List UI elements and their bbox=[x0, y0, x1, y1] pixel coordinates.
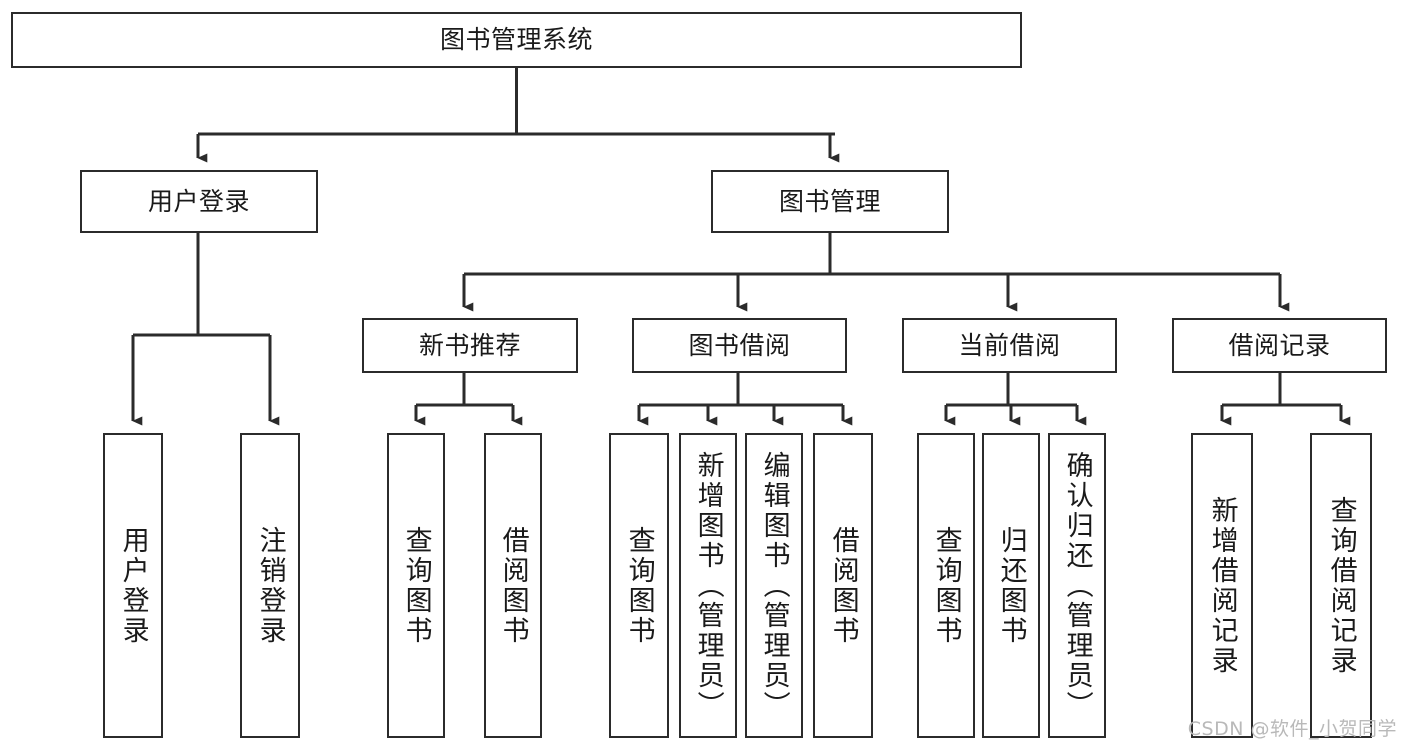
node-label: 归还图书 bbox=[995, 525, 1027, 646]
node-label: 图书管理系统 bbox=[439, 25, 593, 54]
node-label: 借阅记录 bbox=[1228, 330, 1331, 360]
node-label: 新增借阅记录 bbox=[1206, 495, 1238, 676]
leaf-add-borrow-record[interactable]: 新增借阅记录 bbox=[1191, 433, 1253, 738]
node-label: 新书推荐 bbox=[418, 330, 521, 360]
node-new-book-recommend[interactable]: 新书推荐 bbox=[362, 318, 578, 373]
node-root-book-management-system[interactable]: 图书管理系统 bbox=[11, 12, 1022, 68]
node-label: 用户登录 bbox=[147, 186, 250, 216]
leaf-return-book[interactable]: 归还图书 bbox=[982, 433, 1040, 738]
node-label: 借阅图书 bbox=[497, 525, 529, 646]
node-book-management[interactable]: 图书管理 bbox=[711, 170, 949, 233]
node-label: 查询图书 bbox=[623, 525, 655, 646]
node-label: 图书管理 bbox=[778, 186, 881, 216]
node-current-borrow[interactable]: 当前借阅 bbox=[902, 318, 1117, 373]
node-user-login[interactable]: 用户登录 bbox=[80, 170, 318, 233]
node-label: 查询借阅记录 bbox=[1325, 495, 1357, 676]
node-label: 确认归还（管理员） bbox=[1061, 450, 1093, 721]
node-label: 注销登录 bbox=[254, 525, 286, 646]
node-book-borrow[interactable]: 图书借阅 bbox=[632, 318, 847, 373]
node-label: 借阅图书 bbox=[827, 525, 859, 646]
leaf-query-book-borrow[interactable]: 查询图书 bbox=[609, 433, 669, 738]
node-label: 查询图书 bbox=[400, 525, 432, 646]
node-label: 图书借阅 bbox=[688, 330, 791, 360]
node-label: 编辑图书（管理员） bbox=[758, 450, 790, 721]
leaf-borrow-book-new-recommend[interactable]: 借阅图书 bbox=[484, 433, 542, 738]
node-label: 新增图书（管理员） bbox=[692, 450, 724, 721]
leaf-user-login[interactable]: 用户登录 bbox=[103, 433, 163, 738]
csdn-watermark: CSDN @软件_小贺同学 bbox=[1187, 718, 1397, 740]
leaf-query-borrow-record[interactable]: 查询借阅记录 bbox=[1310, 433, 1372, 738]
leaf-query-book-new-recommend[interactable]: 查询图书 bbox=[387, 433, 445, 738]
leaf-borrow-book[interactable]: 借阅图书 bbox=[813, 433, 873, 738]
node-label: 用户登录 bbox=[117, 525, 149, 646]
node-borrow-record[interactable]: 借阅记录 bbox=[1172, 318, 1387, 373]
node-label: 查询图书 bbox=[930, 525, 962, 646]
leaf-logout[interactable]: 注销登录 bbox=[240, 433, 300, 738]
leaf-query-book-current[interactable]: 查询图书 bbox=[917, 433, 975, 738]
node-label: 当前借阅 bbox=[958, 330, 1061, 360]
leaf-add-book[interactable]: 新增图书（管理员） bbox=[679, 433, 737, 738]
leaf-confirm-return[interactable]: 确认归还（管理员） bbox=[1048, 433, 1106, 738]
leaf-edit-book[interactable]: 编辑图书（管理员） bbox=[745, 433, 803, 738]
